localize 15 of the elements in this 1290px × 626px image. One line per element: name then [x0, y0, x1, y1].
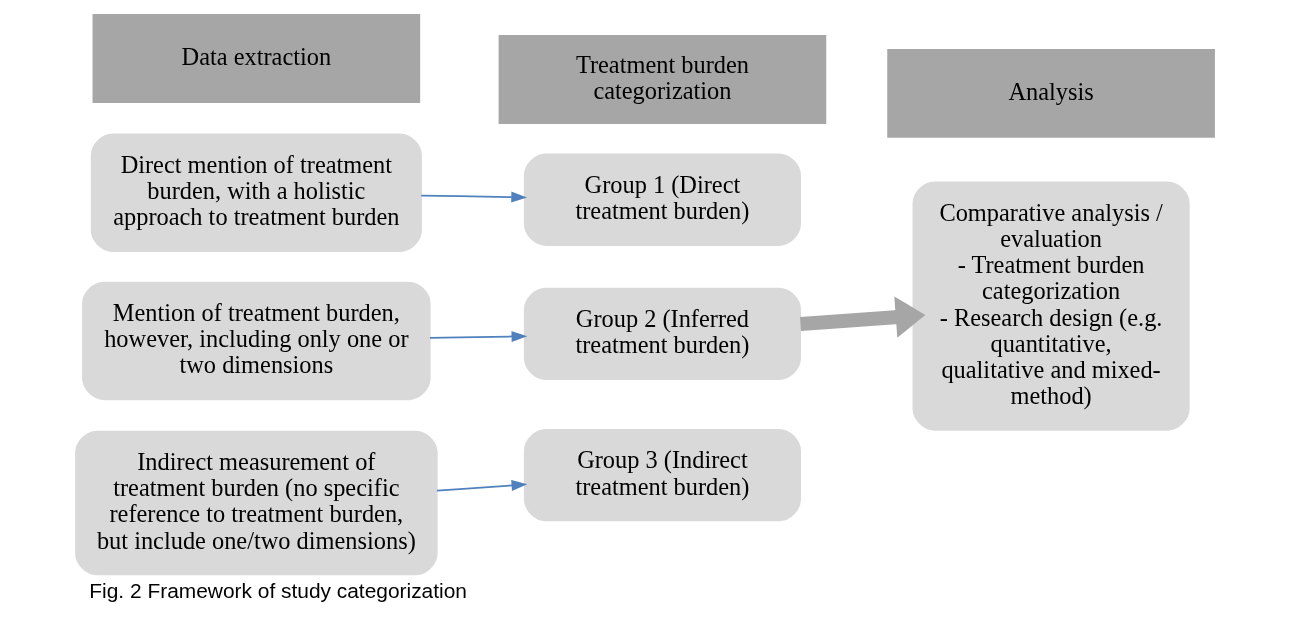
arrow — [420, 191, 527, 203]
arrow — [800, 296, 926, 338]
node-box: Mention of treatment burden, however, including only one or two dimensions — [82, 281, 431, 401]
node-box: Indirect measurement of treatment burden (no specific reference to treatment burden, but include one/two dimensions) — [75, 430, 438, 576]
node-box: Data extraction — [92, 14, 421, 103]
arrow — [429, 331, 528, 342]
node-box: Analysis — [887, 48, 1215, 138]
node-box: Group 2 (Inferred treatment burden) — [523, 287, 801, 381]
arrow — [436, 479, 528, 492]
node-box: Group 1 (Direct treatment burden) — [523, 153, 801, 246]
node-box: Comparative analysis / evaluation - Treatment burden categorization - Research design (e.g. quantitative, qualitative and mixed-method) — [912, 181, 1190, 431]
node-box: Group 3 (Indirect treatment burden) — [523, 428, 801, 522]
caption: Fig. 2 Framework of study categorization — [89, 579, 467, 603]
node-box: Direct mention of treatment burden, with a holistic approach to treatment burden — [90, 133, 422, 252]
node-box: Treatment burden categorization — [498, 35, 827, 124]
